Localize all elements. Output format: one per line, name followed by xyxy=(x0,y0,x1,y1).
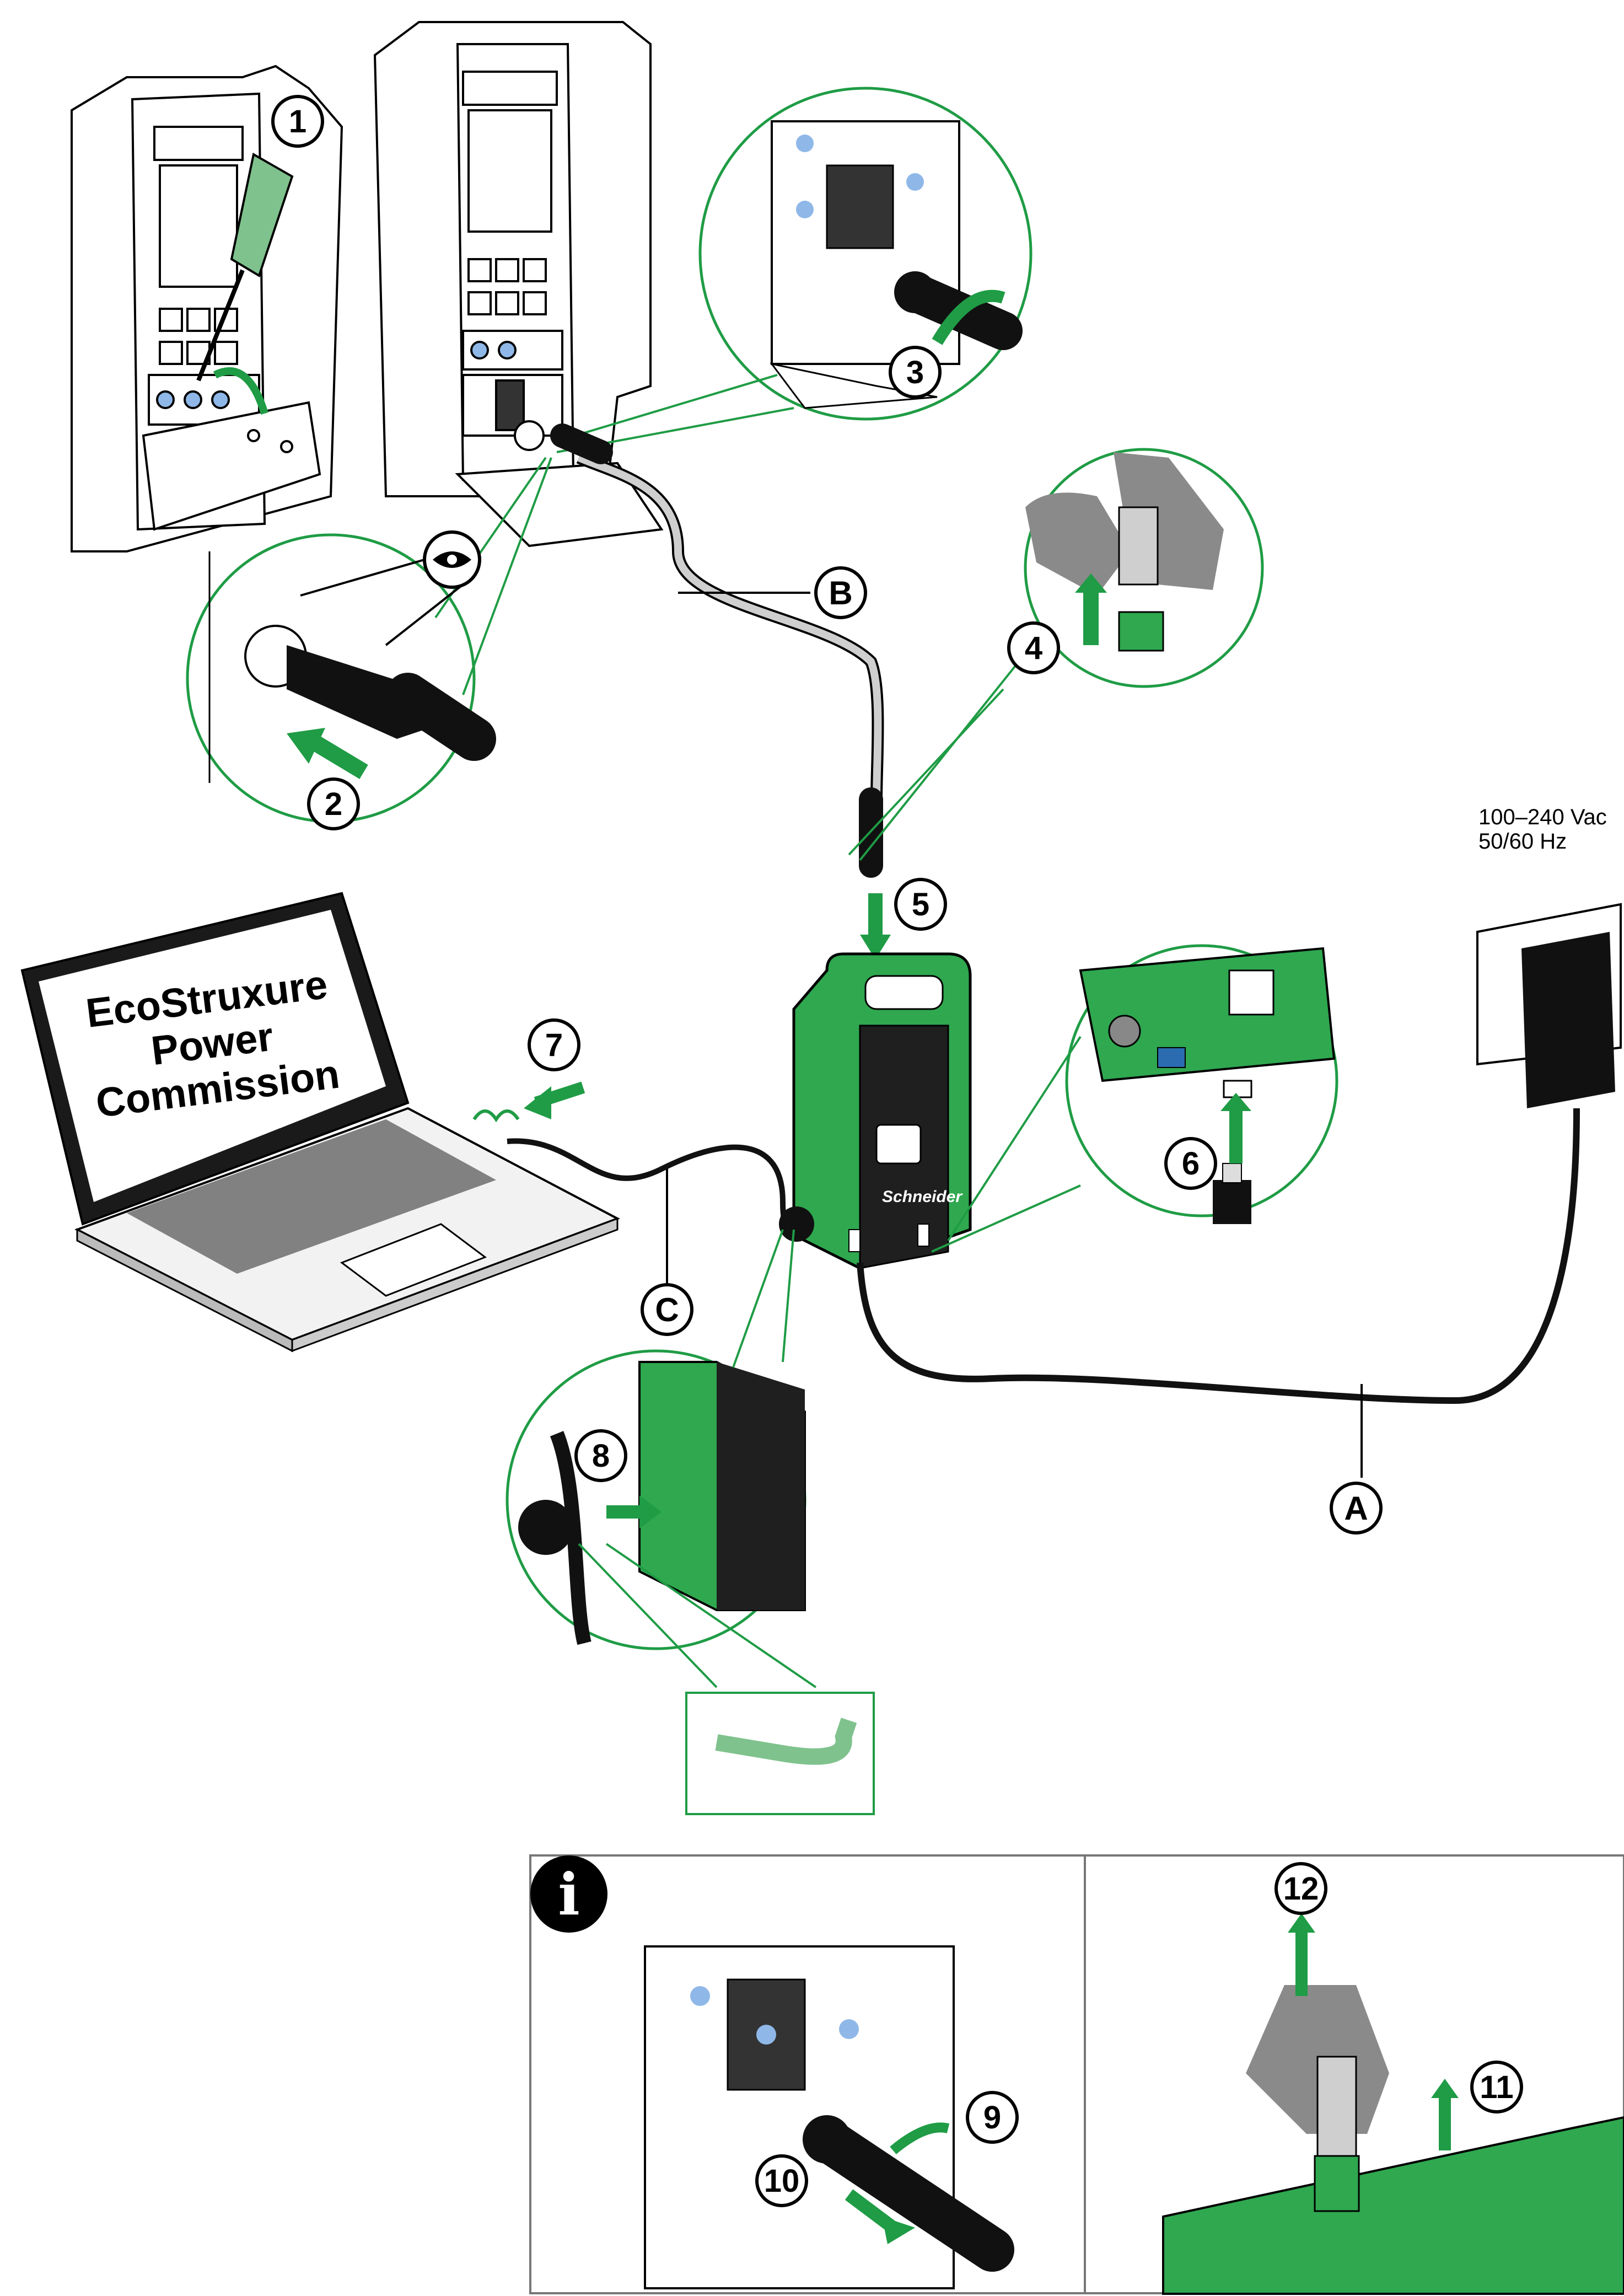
cable-a-label: A xyxy=(1330,1482,1383,1535)
service-interface-device xyxy=(779,952,972,1270)
detail-plug-pull xyxy=(1024,448,1264,688)
detail-magnet xyxy=(506,1349,806,1650)
detail-usb-plug xyxy=(1065,944,1338,1224)
supply-voltage: 100–240 Vac xyxy=(1478,805,1607,829)
laptop-keyboard xyxy=(127,1119,496,1274)
step-8-badge: 8 xyxy=(574,1429,627,1482)
cable-b-label: B xyxy=(814,566,867,619)
cable-c xyxy=(507,1138,802,1238)
step-2-badge: 2 xyxy=(307,777,360,830)
eye-icon xyxy=(300,530,481,646)
step-4-badge: 4 xyxy=(1007,621,1060,674)
detail-plug-insert xyxy=(186,533,496,823)
step-11-badge: 11 xyxy=(1470,2061,1523,2113)
device-brand-text: Schneider xyxy=(882,1188,963,1206)
info-icon: i xyxy=(530,1855,607,1933)
cable-c-label: C xyxy=(641,1283,693,1336)
wall-socket-adapter xyxy=(1476,903,1622,1108)
step-1-badge: 1 xyxy=(271,95,324,148)
power-supply-spec: 100–240 Vac 50/60 Hz xyxy=(1478,805,1607,854)
step-7-badge: 7 xyxy=(528,1018,580,1071)
step-12-badge: 12 xyxy=(1275,1862,1327,1915)
cable-a xyxy=(857,1108,1580,1404)
step-3-badge: 3 xyxy=(889,346,942,399)
screwdriver xyxy=(196,152,294,415)
detail-rotate-lock xyxy=(698,87,1033,421)
info-panel xyxy=(529,1854,1624,2295)
breaker-right xyxy=(373,21,664,548)
supply-frequency: 50/60 Hz xyxy=(1478,829,1567,854)
step-6-badge: 6 xyxy=(1164,1137,1217,1190)
magnet-icon xyxy=(578,1543,875,1815)
step-9-badge: 9 xyxy=(966,2091,1019,2144)
step-10-badge: 10 xyxy=(755,2154,808,2207)
step-5-badge: 5 xyxy=(894,878,947,931)
